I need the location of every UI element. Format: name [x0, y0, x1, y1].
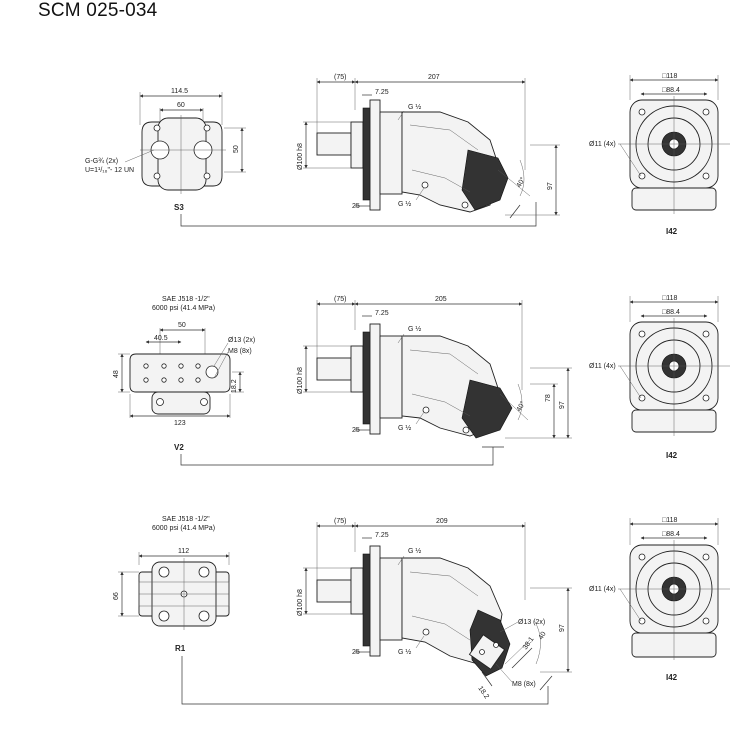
row-r1: SAE J518 -1/2" 6000 psi (41.4 MPa) 112 — [113, 516, 730, 705]
angle-label: 40° — [515, 400, 527, 413]
outer-square-label: □118 — [662, 73, 677, 80]
width-label: 112 — [178, 548, 189, 555]
width-label: 123 — [174, 420, 186, 427]
thread-label: M8 (8x) — [228, 348, 252, 355]
variant-label-v2: V2 — [174, 443, 184, 452]
row-s3: 114.5 60 50 G-G¾ (2x) — [85, 73, 730, 236]
flange-thickness-label: 25 — [352, 427, 360, 434]
port-bottom-label: G ½ — [398, 648, 411, 656]
port-top-label: G ½ — [408, 547, 421, 555]
thread-label: M8 (8x) — [512, 681, 536, 688]
shoulder-label: 7.25 — [375, 310, 389, 317]
standard-label: I42 — [666, 227, 678, 236]
side-view-r1: (75) 209 7.25 G ½ G ½ — [297, 518, 572, 700]
variant-label-r1: R1 — [175, 644, 186, 653]
length-label: 205 — [435, 296, 447, 303]
holes-label: Ø13 (2x) — [228, 337, 255, 344]
bolt-holes-label: Ø11 (4x) — [589, 141, 616, 148]
offset-label: (75) — [334, 296, 346, 303]
inner-square-label: □88.4 — [662, 531, 680, 538]
outer-square-label: □118 — [662, 295, 677, 302]
sae-label-2: 6000 psi (41.4 MPa) — [152, 525, 215, 532]
flange-view-s3: 114.5 60 50 G-G¾ (2x) — [85, 88, 246, 194]
flange-view-r1: SAE J518 -1/2" 6000 psi (41.4 MPa) 112 — [113, 516, 230, 630]
standard-label: I42 — [666, 673, 678, 682]
offset-label: 40.5 — [154, 335, 168, 342]
holes-label: Ø13 (2x) — [518, 619, 545, 626]
bolt-spacing-label: 50 — [178, 322, 186, 329]
flange-height-label: 50 — [233, 145, 240, 153]
sae-label-1: SAE J518 -1/2" — [162, 516, 210, 523]
port-bottom-label: G ½ — [398, 424, 411, 432]
angle-label: 40° — [515, 176, 527, 189]
flange-width-label: 114.5 — [171, 88, 188, 95]
thread-label-1: G-G¾ (2x) — [85, 158, 118, 165]
row-v2: SAE J518 -1/2" 6000 psi (41.4 MPa) 50 40… — [113, 295, 730, 466]
port-top-label: G ½ — [408, 103, 421, 111]
flange-thickness-label: 25 — [352, 649, 360, 656]
shoulder-label: 7.25 — [375, 89, 389, 96]
outer-square-label: □118 — [662, 517, 677, 524]
dim1-label: 38.1 — [522, 636, 536, 651]
length-label: 209 — [436, 518, 448, 525]
bolt-holes-label: Ø11 (4x) — [589, 363, 616, 370]
pilot-diameter-label: Ø100 h8 — [297, 367, 304, 394]
front-view-r1: □118 □88.4 Ø11 (4x) I42 — [589, 517, 730, 682]
variant-label-s3: S3 — [174, 203, 184, 212]
dim2-label: 40 — [538, 631, 548, 641]
small-dim-label: 18.2 — [476, 685, 490, 700]
flange-view-v2: SAE J518 -1/2" 6000 psi (41.4 MPa) 50 40… — [113, 296, 255, 427]
inner-square-label: □88.4 — [662, 87, 680, 94]
height-label: 97 — [547, 182, 554, 190]
pilot-diameter-label: Ø100 h8 — [297, 143, 304, 170]
side-view-v2: (75) 205 7.25 G ½ G ½ — [297, 296, 572, 439]
height2-label: 78 — [545, 394, 552, 402]
inner-square-label: □88.4 — [662, 309, 680, 316]
length-label: 207 — [428, 74, 440, 81]
offset-label: (75) — [334, 74, 346, 81]
thread-label-2: U=1¹/₁₆"- 12 UN — [85, 167, 134, 174]
height-label: 97 — [559, 401, 566, 409]
shoulder-label: 7.25 — [375, 532, 389, 539]
port-bottom-label: G ½ — [398, 200, 411, 208]
sae-label-2: 6000 psi (41.4 MPa) — [152, 305, 215, 312]
sae-label-1: SAE J518 -1/2" — [162, 296, 210, 303]
small-dim-label: 18.2 — [231, 379, 238, 393]
front-view-s3: □118 □88.4 Ø11 (4x) I42 — [589, 73, 730, 236]
pilot-diameter-label: Ø100 h8 — [297, 589, 304, 616]
height-label: 66 — [113, 592, 120, 600]
front-view-v2: □118 □88.4 Ø11 (4x) I42 — [589, 295, 730, 460]
side-view-s3: (75) 207 7.25 G ½ G ½ — [297, 74, 560, 219]
port-top-label: G ½ — [408, 325, 421, 333]
bolt-spacing-label: 60 — [177, 102, 185, 109]
page-title: SCM 025-034 — [38, 0, 158, 21]
offset-label: (75) — [334, 518, 346, 525]
flange-thickness-label: 25 — [352, 203, 360, 210]
bolt-holes-label: Ø11 (4x) — [589, 586, 616, 593]
standard-label: I42 — [666, 451, 678, 460]
height-label: 97 — [559, 624, 566, 632]
height-label: 48 — [113, 370, 120, 378]
